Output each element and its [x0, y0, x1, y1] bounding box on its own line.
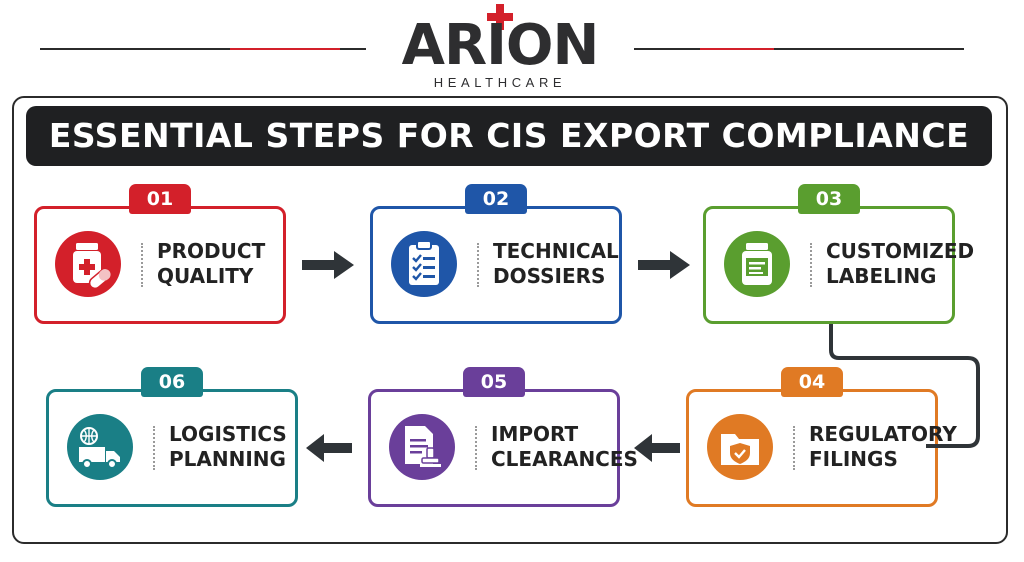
- page-title: ESSENTIAL STEPS FOR CIS EXPORT COMPLIANC…: [26, 106, 992, 166]
- step-number-badge: 04: [781, 367, 843, 397]
- step-card-import-clearances: 05 IMPORT CLEARANCES: [368, 367, 638, 507]
- card-divider: [141, 243, 143, 287]
- step-card-product-quality: 01 PRODUCT QUALITY: [34, 184, 286, 324]
- folder-shield-icon: [707, 414, 773, 480]
- step-card-technical-dossiers: 02 TECHNICAL DOSSIERS: [370, 184, 622, 324]
- brand-tagline: HEALTHCARE: [433, 75, 567, 90]
- diagram-frame: [12, 96, 1008, 544]
- step-label: REGULATORY FILINGS: [809, 422, 957, 471]
- step-label: PRODUCT QUALITY: [157, 239, 266, 288]
- arrow-left-icon: [634, 434, 680, 462]
- step-label: LOGISTICS PLANNING: [169, 422, 287, 471]
- card-divider: [793, 426, 795, 470]
- delivery-truck-globe-icon: [67, 414, 133, 480]
- labeled-jar-icon: [724, 231, 790, 297]
- clipboard-checklist-icon: [391, 231, 457, 297]
- medical-cross-logo-icon: [487, 4, 513, 30]
- card-divider: [153, 426, 155, 470]
- step-number-badge: 06: [141, 367, 203, 397]
- card-divider: [810, 243, 812, 287]
- arrow-right-icon: [302, 251, 354, 279]
- medicine-bottle-pill-icon: [55, 231, 121, 297]
- step-label: CUSTOMIZED LABELING: [826, 239, 975, 288]
- step-card-logistics-planning: 06 LOGISTICS PLANNING: [46, 367, 298, 507]
- step-number-badge: 05: [463, 367, 525, 397]
- document-stamp-icon: [389, 414, 455, 480]
- step-label: IMPORT CLEARANCES: [491, 422, 638, 471]
- step-number-badge: 01: [129, 184, 191, 214]
- card-divider: [475, 426, 477, 470]
- arrow-right-icon: [638, 251, 690, 279]
- header-line-right: [634, 48, 964, 50]
- step-number-badge: 03: [798, 184, 860, 214]
- step-card-customized-labeling: 03 CUSTOMIZED LABELING: [703, 184, 975, 324]
- step-label: TECHNICAL DOSSIERS: [493, 239, 619, 288]
- connector-line: [829, 324, 980, 448]
- arrow-left-icon: [306, 434, 352, 462]
- step-card-regulatory-filings: 04 REGULATORY FILINGS: [686, 367, 957, 507]
- brand-logo: ARION: [401, 13, 600, 78]
- card-divider: [477, 243, 479, 287]
- step-number-badge: 02: [465, 184, 527, 214]
- header-line-left: [40, 48, 366, 50]
